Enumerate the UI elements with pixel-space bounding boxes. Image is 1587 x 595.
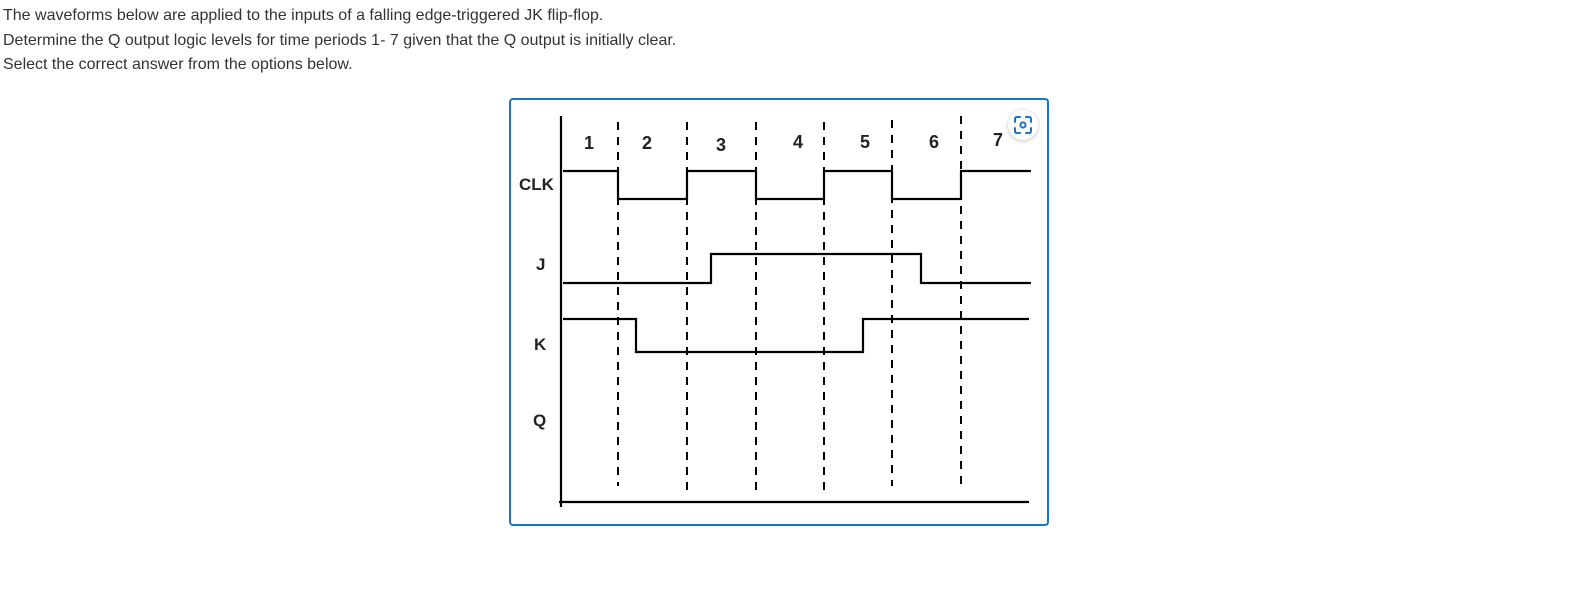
question-text: The waveforms below are applied to the i… xyxy=(3,4,676,78)
j-label: J xyxy=(536,255,545,274)
question-line-1: The waveforms below are applied to the i… xyxy=(3,7,604,24)
zoom-image-button[interactable] xyxy=(1008,110,1038,140)
period-label-6: 6 xyxy=(929,132,939,152)
period-label-3: 3 xyxy=(716,135,726,155)
k-label: K xyxy=(534,335,547,354)
question-line-3: Select the correct answer from the optio… xyxy=(3,56,353,73)
question-line-2: Determine the Q output logic levels for … xyxy=(3,31,677,49)
period-label-4: 4 xyxy=(793,132,803,152)
zoom-focus-icon xyxy=(1014,116,1032,134)
k-waveform xyxy=(563,317,1029,354)
timing-diagram-figure: CLK J K Q 1 2 3 4 5 6 7 xyxy=(509,98,1049,526)
period-label-1: 1 xyxy=(584,133,594,153)
clk-waveform xyxy=(563,169,1031,201)
period-label-7: 7 xyxy=(993,130,1003,150)
j-waveform xyxy=(563,252,1031,285)
clk-label: CLK xyxy=(519,175,555,194)
timing-diagram: CLK J K Q 1 2 3 4 5 6 7 xyxy=(519,116,1031,507)
period-label-2: 2 xyxy=(642,133,652,153)
period-label-5: 5 xyxy=(860,132,870,152)
q-label: Q xyxy=(533,411,546,430)
